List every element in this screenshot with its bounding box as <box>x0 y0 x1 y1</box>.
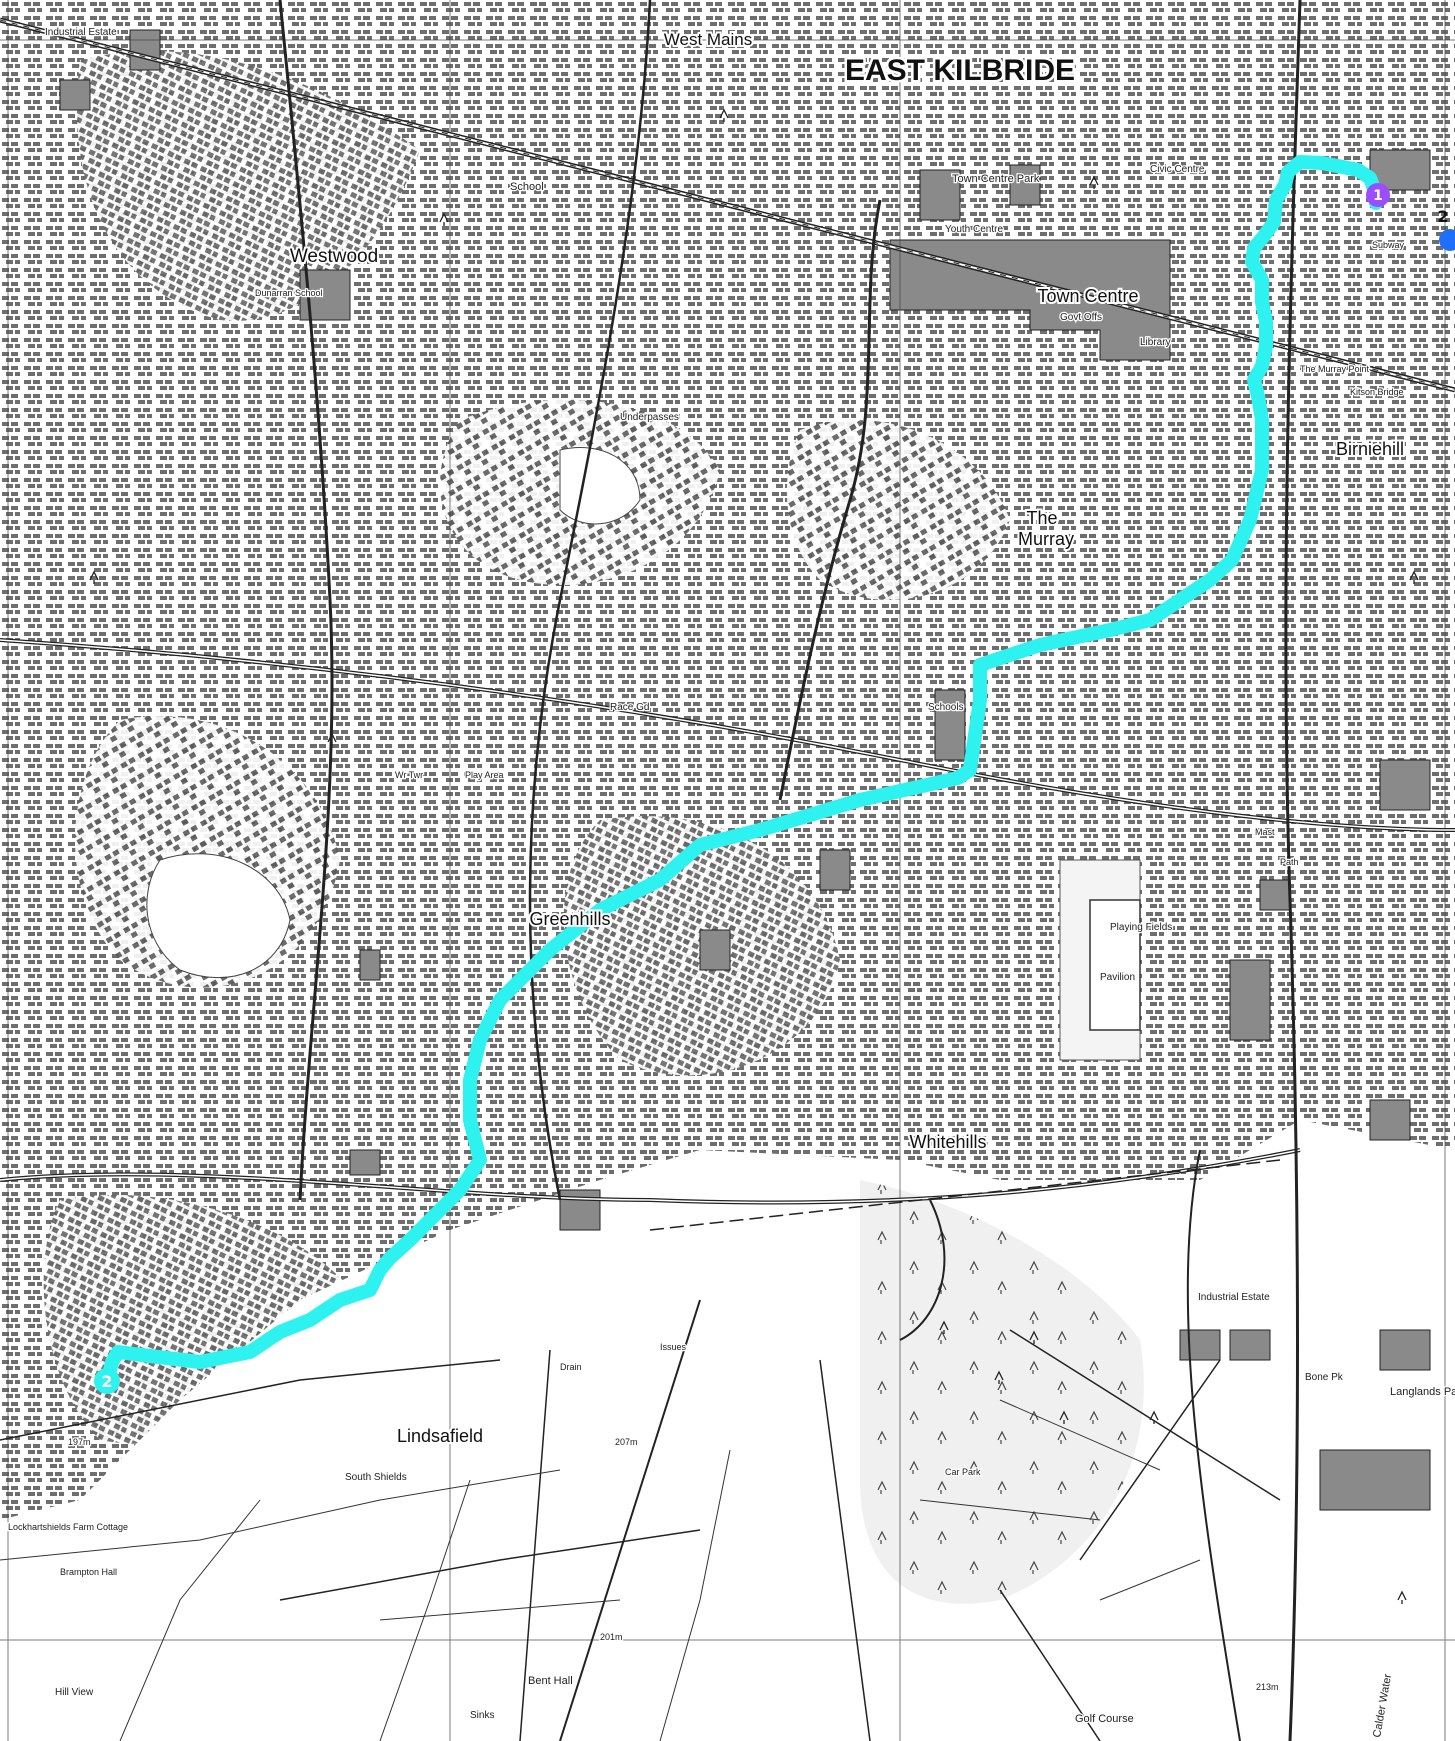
svg-text:Lockhartshields Farm Cottage: Lockhartshields Farm Cottage <box>8 1522 128 1532</box>
svg-text:School: School <box>510 181 544 193</box>
svg-text:Civic Centre: Civic Centre <box>1150 164 1205 175</box>
svg-text:Town Centre Park: Town Centre Park <box>952 173 1040 185</box>
large-buildings <box>59 29 1431 1511</box>
field-boundaries <box>0 1399 1201 1741</box>
svg-text:Langlands Park: Langlands Park <box>1390 1386 1455 1398</box>
tree-symbols <box>89 108 1419 1604</box>
svg-text:213m: 213m <box>1256 1682 1279 1692</box>
svg-text:201m: 201m <box>600 1632 623 1642</box>
svg-text:Schools: Schools <box>928 702 964 713</box>
label-westwood: Westwood <box>290 246 378 267</box>
svg-text:Path: Path <box>1280 857 1299 867</box>
svg-text:197m: 197m <box>68 1437 91 1447</box>
svg-text:The Murray Point: The Murray Point <box>1300 364 1370 374</box>
svg-text:207m: 207m <box>615 1437 638 1447</box>
svg-text:Kitson Bridge: Kitson Bridge <box>1350 387 1404 397</box>
end-marker[interactable]: 2 <box>94 1368 120 1394</box>
end-marker-label: 2 <box>101 1372 112 1391</box>
svg-text:Wr Twr: Wr Twr <box>395 770 423 780</box>
label-lindsafield: Lindsafield <box>397 1426 483 1446</box>
svg-text:Dunarran School: Dunarran School <box>255 288 323 298</box>
start-marker[interactable]: 1 <box>1366 183 1390 207</box>
svg-text:Pavilion: Pavilion <box>1100 972 1135 983</box>
svg-text:Subway: Subway <box>1372 240 1405 250</box>
svg-text:Golf Course: Golf Course <box>1075 1713 1134 1725</box>
svg-text:Library: Library <box>1140 337 1171 348</box>
label-greenhills: Greenhills <box>529 909 610 929</box>
svg-text:Play Area: Play Area <box>465 770 504 780</box>
svg-text:Drain: Drain <box>560 1362 582 1372</box>
label-whitehills: Whitehills <box>909 1132 986 1152</box>
start-marker-label: 1 <box>1373 188 1383 204</box>
label-east-kilbride: EAST KILBRIDE <box>845 54 1075 87</box>
svg-text:Youth Centre: Youth Centre <box>945 224 1003 235</box>
svg-text:Brampton Hall: Brampton Hall <box>60 1567 117 1577</box>
svg-text:Underpasses: Underpasses <box>620 412 679 423</box>
svg-text:Govt Offs: Govt Offs <box>1060 312 1102 323</box>
label-the: The <box>1026 508 1057 528</box>
feature-labels: Industrial Estate School Town Centre Par… <box>7 26 1455 1740</box>
svg-text:Bent Hall: Bent Hall <box>528 1675 573 1687</box>
urban-areas <box>0 0 1455 1520</box>
svg-text:Industrial Estate: Industrial Estate <box>1198 1292 1270 1303</box>
edge-marker-label: 2 <box>1437 207 1448 226</box>
svg-text:Mast: Mast <box>1255 827 1275 837</box>
svg-text:Issues: Issues <box>660 1342 687 1352</box>
svg-text:Car Park: Car Park <box>945 1467 981 1477</box>
label-murray: Murray <box>1018 529 1074 549</box>
svg-text:Sinks: Sinks <box>470 1710 494 1721</box>
label-town-centre: Town Centre <box>1037 286 1138 306</box>
svg-text:Bone Pk: Bone Pk <box>1305 1372 1344 1383</box>
edge-marker[interactable]: 2 <box>1437 207 1455 251</box>
svg-text:South Shields: South Shields <box>345 1472 407 1483</box>
label-west-mains: West Mains <box>664 30 753 49</box>
svg-text:Industrial Estate: Industrial Estate <box>45 27 117 38</box>
place-labels: Westwood Town Centre Birniehill The Murr… <box>288 28 1406 1448</box>
svg-text:Race Gd: Race Gd <box>610 702 649 713</box>
svg-text:Hill View: Hill View <box>55 1687 94 1698</box>
label-birniehill: Birniehill <box>1336 439 1404 459</box>
svg-text:Playing Fields: Playing Fields <box>1110 922 1172 933</box>
open-spaces <box>0 446 1144 1741</box>
